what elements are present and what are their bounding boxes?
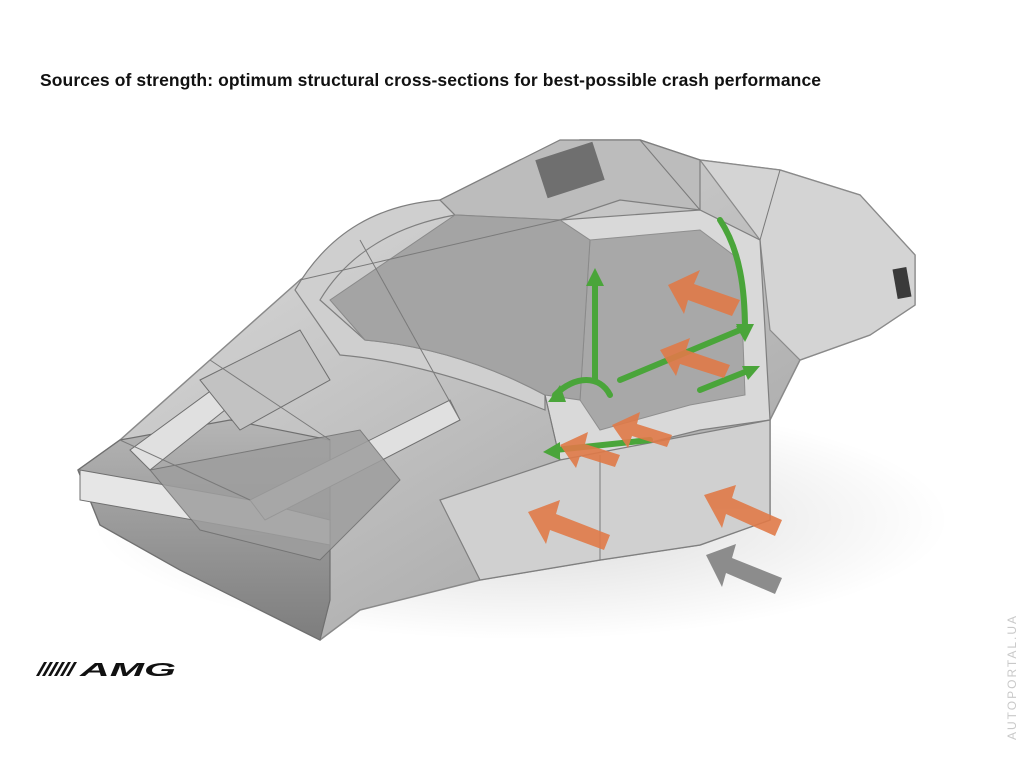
watermark: AUTOPORTAL.UA [1005, 613, 1019, 740]
load-path-arrowheads [543, 268, 760, 460]
impact-arrow-grey [706, 544, 782, 594]
amg-logo: AMG [36, 660, 176, 680]
impact-arrow-outer [704, 485, 782, 536]
load-path-sill-upper [697, 367, 753, 393]
amg-logo-text: AMG [78, 660, 176, 680]
impact-force-arrows [528, 270, 782, 550]
roof-opening [535, 141, 605, 199]
cockpit-floor [329, 214, 591, 401]
page-title: Sources of strength: optimum structural … [40, 70, 822, 90]
rear-light-opening [892, 267, 912, 299]
structure-detail-lines [119, 139, 781, 560]
front-strut-tower [199, 329, 331, 431]
impact-arrow-sill [528, 500, 610, 550]
impact-arrow-mid [660, 338, 730, 378]
door-opening [579, 229, 746, 431]
impact-arrow-low-2 [612, 412, 672, 448]
impact-arrow-upper [668, 270, 740, 316]
rear-quarter-panel [698, 159, 916, 361]
load-path-roof-rail [717, 217, 748, 333]
impact-arrow-low-1 [560, 432, 620, 468]
